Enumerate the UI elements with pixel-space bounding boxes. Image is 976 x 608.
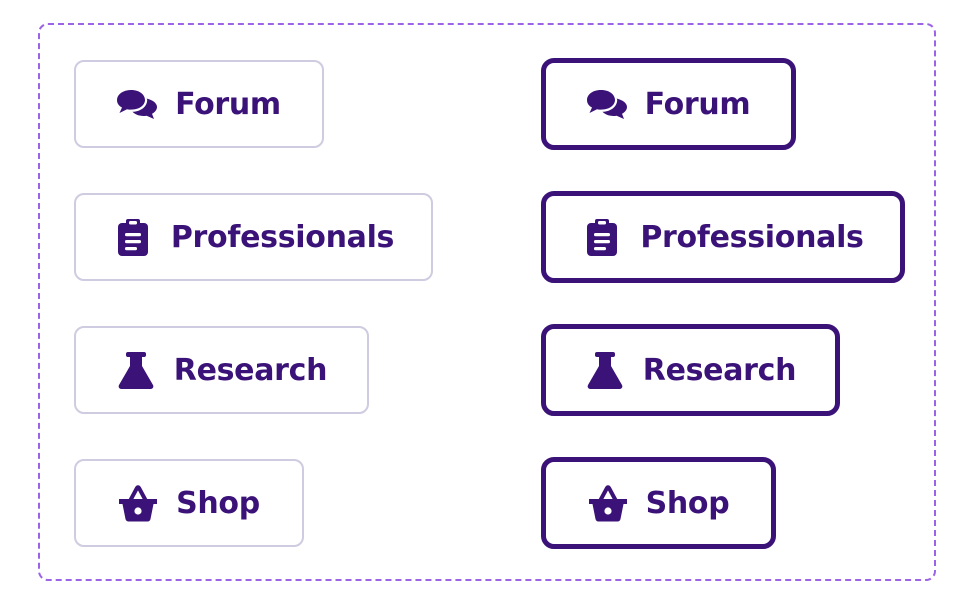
clipboard-icon xyxy=(113,217,153,257)
clipboard-icon xyxy=(582,217,622,257)
chat-bubbles-icon xyxy=(117,84,157,124)
forum-button[interactable]: Forum xyxy=(74,60,324,148)
shop-button-label: Shop xyxy=(176,485,260,521)
forum-button-active[interactable]: Forum xyxy=(541,58,796,150)
forum-button-label: Forum xyxy=(175,86,281,122)
shop-button[interactable]: Shop xyxy=(74,459,304,547)
flask-icon xyxy=(585,350,625,390)
professionals-button-active[interactable]: Professionals xyxy=(541,191,905,283)
research-button[interactable]: Research xyxy=(74,326,369,414)
professionals-button[interactable]: Professionals xyxy=(74,193,433,281)
forum-button-active-label: Forum xyxy=(644,86,751,122)
professionals-button-active-label: Professionals xyxy=(640,219,864,255)
shop-button-active[interactable]: Shop xyxy=(541,457,776,549)
flask-icon xyxy=(116,350,156,390)
chat-bubbles-icon xyxy=(587,84,627,124)
professionals-button-label: Professionals xyxy=(170,219,395,255)
shop-button-active-label: Shop xyxy=(645,485,730,521)
research-button-label: Research xyxy=(173,352,328,388)
research-button-active[interactable]: Research xyxy=(541,324,840,416)
button-showcase-frame xyxy=(38,23,936,581)
research-button-active-label: Research xyxy=(642,352,797,388)
basket-icon xyxy=(118,483,158,523)
basket-icon xyxy=(588,483,628,523)
